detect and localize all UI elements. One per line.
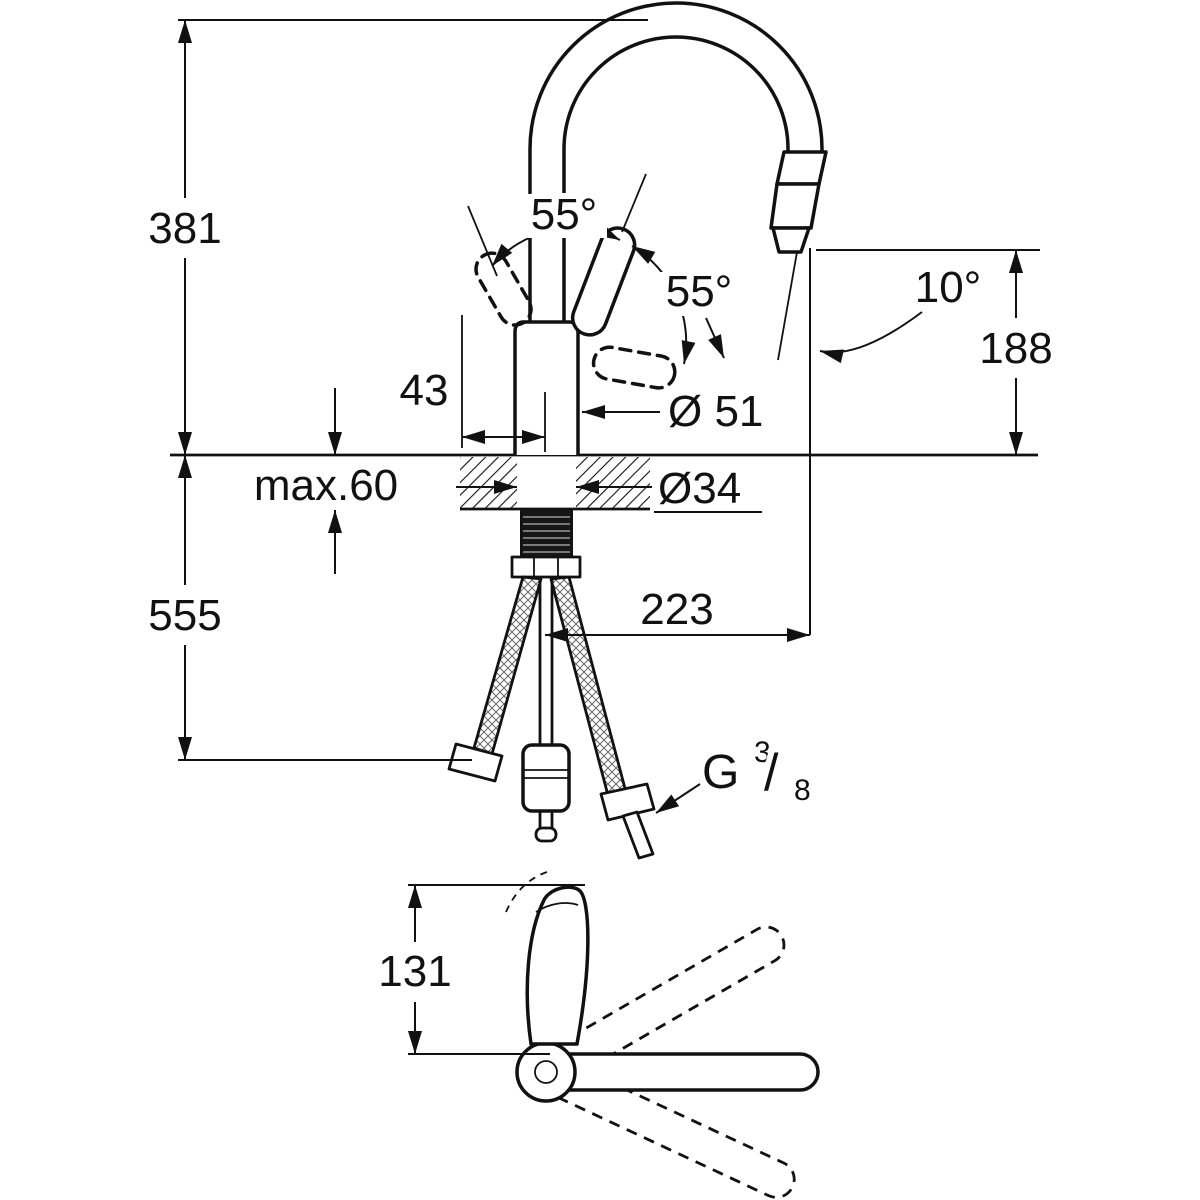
spray-head-collar [775,150,828,186]
dim-top-view-depth-label: 131 [378,947,451,996]
dim-hole-diameter-label: Ø34 [658,464,741,513]
dim-handle-swing-left-label: 55° [531,190,598,239]
faucet-body [513,320,580,455]
spray-head-tip [771,226,811,254]
thread-denominator-label: 8 [794,774,811,807]
base-inner-circle [534,1060,558,1084]
spray-axis-line [777,251,798,361]
counter-hatch-right [576,457,650,509]
spray-head-body [769,182,821,230]
faucet-outline [474,1,828,455]
thread-slash-label: / [764,744,779,802]
label-backing-55-left [521,194,607,238]
supply-hose-left [472,575,543,756]
base-circle [515,1041,577,1103]
thread-prefix-label: G [702,746,739,799]
counter-hatch-left [460,457,517,509]
shank-thread-lines [523,516,570,553]
dimension-lines [178,19,1040,814]
spout-swivel-dashed-up [536,925,786,1089]
dim-outlet-height-label: 188 [979,324,1052,373]
dim-handle-offset-label: 43 [400,366,449,415]
spout-inner-line [562,35,790,326]
dim-max-counter-label: max.60 [254,461,398,510]
handle-lever-solid [570,226,637,337]
hose-end-cap [534,826,558,843]
dim-body-diameter-label: Ø 51 [668,387,763,436]
thread-leader [655,783,701,814]
handle-top-view [525,885,590,1046]
handle-top-detail-line [535,902,579,913]
spout-top-view [546,1052,820,1092]
under-counter-assembly [447,508,656,860]
dim-spray-angle-label: 10° [915,263,982,312]
handle-lever-dashed-left [474,251,533,327]
spout-outer-line [528,1,824,326]
dim-below-counter-label: 555 [148,591,221,640]
dim-spout-reach-label: 223 [640,585,713,634]
pullout-hose-lower [538,811,554,828]
handle-axis-ext-center [621,173,647,233]
spout-swivel-dashed-down [537,1054,796,1199]
dim-handle-swing-right-label: 55° [666,267,733,316]
handle-lever-dashed-right [591,345,677,390]
hose-stub-right [621,810,655,860]
mounting-nut [510,555,582,579]
label-backing-55-right [656,272,742,316]
hose-fitting-right [599,782,656,822]
hose-weight-bands [523,769,569,779]
spray-angle-leader [819,311,923,364]
dim-total-height-label: 381 [148,204,221,253]
mounting-nut-facets [533,557,559,577]
pullout-hose-upper [538,577,554,745]
top-view: 131 [372,870,820,1199]
swing-right-leader [705,317,725,359]
thread-label: G 3 / 8 [696,730,817,813]
front-view: 381 555 55° 55° 10° 188 43 Ø 51 max.60 Ø… [142,1,1059,860]
